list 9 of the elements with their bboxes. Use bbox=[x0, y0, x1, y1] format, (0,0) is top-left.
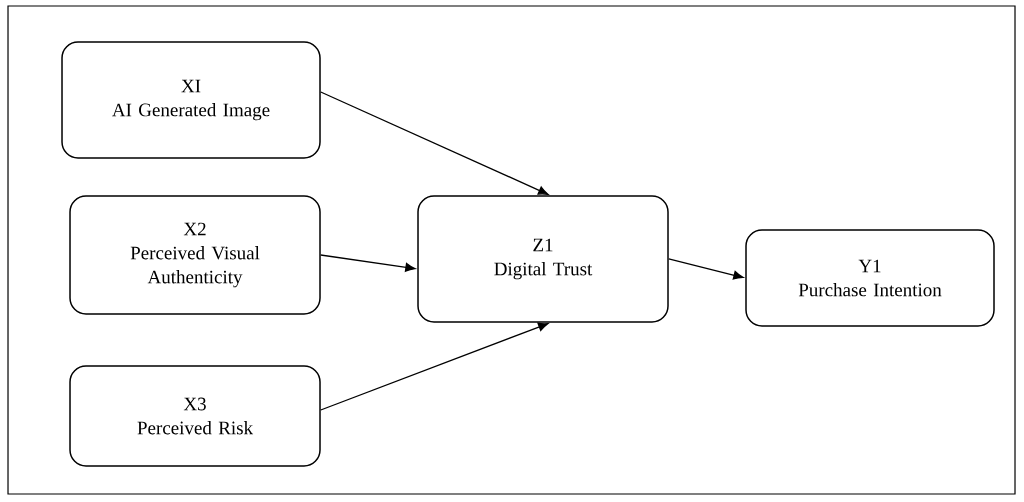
arrow bbox=[320, 91, 549, 195]
process-box: XI AI Generated Image bbox=[61, 41, 321, 159]
process-box: Z1 Digital Trust bbox=[417, 195, 669, 323]
process-box: X3 Perceived Risk bbox=[69, 365, 321, 467]
process-box: X2 Perceived Visual Authenticity bbox=[69, 195, 321, 315]
arrow bbox=[668, 258, 744, 280]
process-box: Y1 Purchase Intention bbox=[745, 229, 995, 327]
arrow bbox=[320, 254, 416, 272]
arrow bbox=[320, 322, 549, 411]
